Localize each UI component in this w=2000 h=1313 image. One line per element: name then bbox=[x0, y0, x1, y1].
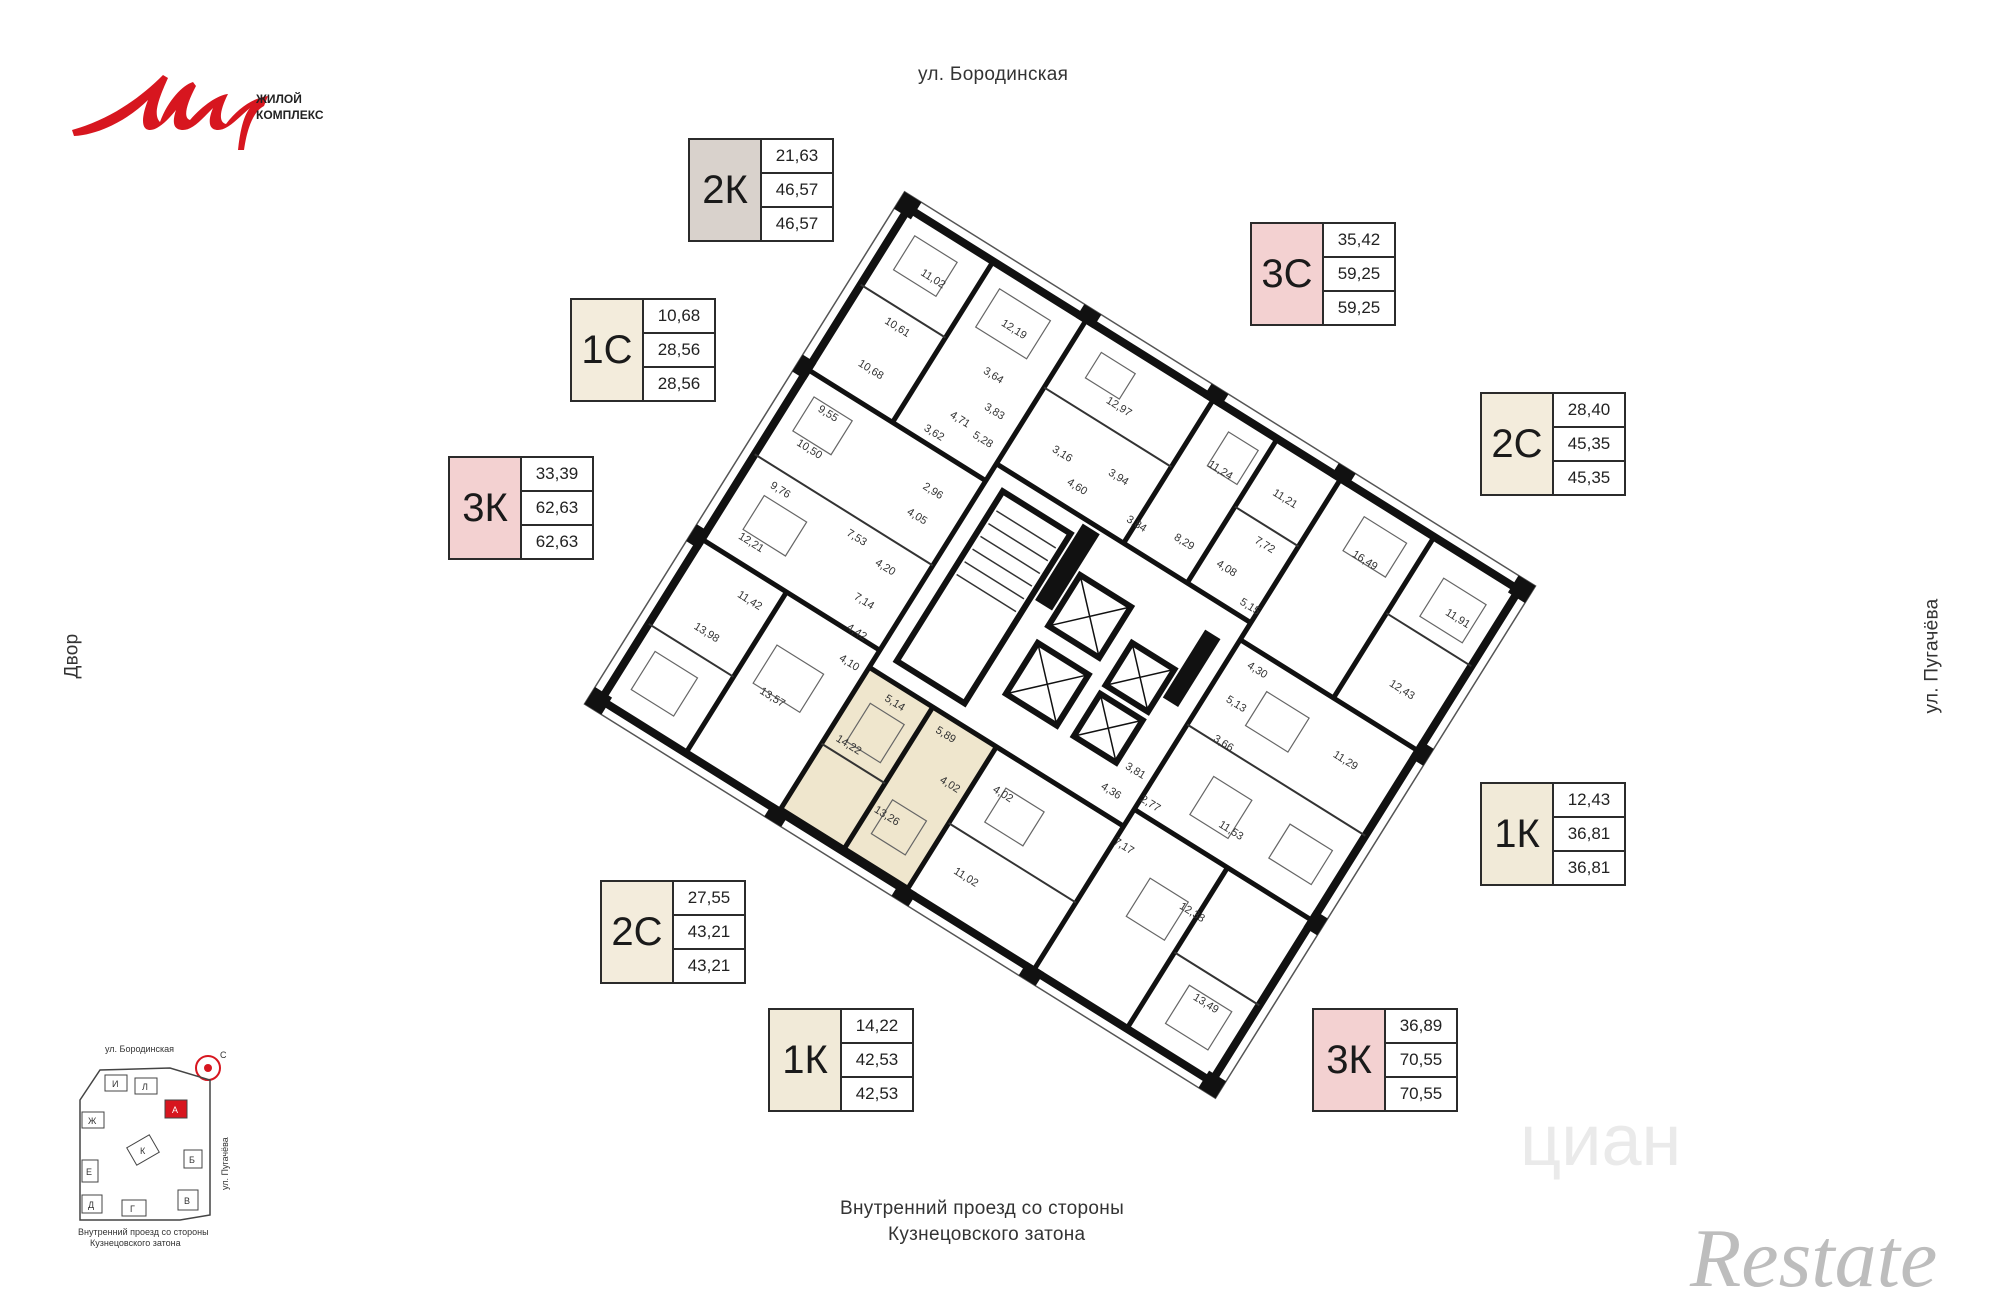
unit-value: 46,57 bbox=[762, 172, 832, 206]
unit-value: 70,55 bbox=[1386, 1042, 1456, 1076]
minimap-caption2: Кузнецовского затона bbox=[90, 1238, 181, 1248]
minimap-section: И bbox=[112, 1079, 118, 1089]
unit-value: 43,21 bbox=[674, 914, 744, 948]
compass-icon: С bbox=[195, 1050, 227, 1081]
unit-value: 45,35 bbox=[1554, 426, 1624, 460]
unit-value: 14,22 bbox=[855, 1016, 899, 1035]
unit-value: 36,81 bbox=[1554, 850, 1624, 884]
minimap-section: Е bbox=[86, 1167, 92, 1177]
unit-value: 21,63 bbox=[775, 146, 819, 165]
unit-code: 1К bbox=[1482, 784, 1554, 884]
unit-code: 2С bbox=[602, 882, 674, 982]
minimap-section: К bbox=[140, 1146, 146, 1156]
unit-code: 2К bbox=[690, 140, 762, 240]
street-bottom-line1: Внутренний проезд со стороны bbox=[840, 1198, 1125, 1219]
unit-code: 1К bbox=[770, 1010, 842, 1110]
logo-line1: ЖИЛОЙ bbox=[256, 92, 302, 106]
compass-label: С bbox=[220, 1050, 227, 1060]
unit-code: 2С bbox=[1482, 394, 1554, 494]
logo-line2: КОМПЛЕКС bbox=[256, 108, 324, 122]
unit-value: 59,25 bbox=[1324, 290, 1394, 324]
unit-code: 3К bbox=[1314, 1010, 1386, 1110]
minimap-street-top: ул. Бородинская bbox=[105, 1044, 174, 1054]
unit-value: 70,55 bbox=[1386, 1076, 1456, 1110]
unit-code: 1С bbox=[572, 300, 644, 400]
cian-watermark: циан bbox=[1520, 1101, 1682, 1181]
unit-value: 36,89 bbox=[1399, 1016, 1443, 1035]
street-left: Двор bbox=[61, 633, 83, 679]
minimap-section: Б bbox=[189, 1155, 195, 1165]
street-right: ул. Пугачёва bbox=[1921, 598, 1943, 714]
unit-value: 36,81 bbox=[1554, 816, 1624, 850]
minimap-street-right: ул. Пугачёва bbox=[220, 1137, 230, 1190]
unit-code: 3К bbox=[450, 458, 522, 558]
street-bottom-line2: Кузнецовского затона bbox=[888, 1224, 1086, 1245]
minimap-section: А bbox=[172, 1105, 178, 1115]
minimap-section: В bbox=[184, 1196, 190, 1206]
unit-value: 28,56 bbox=[644, 332, 714, 366]
minimap-caption1: Внутренний проезд со стороны bbox=[78, 1227, 209, 1237]
unit-value: 59,25 bbox=[1324, 256, 1394, 290]
unit-value: 28,56 bbox=[644, 366, 714, 400]
site-minimap: ул. Бородинская С И Л Ж А К Е Б Д Г В ул… bbox=[78, 1044, 230, 1248]
unit-value: 12,43 bbox=[1567, 790, 1611, 809]
unit-value: 42,53 bbox=[842, 1076, 912, 1110]
logo-mark bbox=[72, 75, 268, 150]
unit-value: 33,39 bbox=[535, 464, 579, 483]
unit-value: 62,63 bbox=[522, 524, 592, 558]
unit-value: 28,40 bbox=[1567, 400, 1611, 419]
minimap-section: Л bbox=[142, 1082, 148, 1092]
unit-value: 62,63 bbox=[522, 490, 592, 524]
unit-value: 45,35 bbox=[1554, 460, 1624, 494]
street-top: ул. Бородинская bbox=[918, 64, 1069, 85]
unit-value: 35,42 bbox=[1337, 230, 1381, 249]
minimap-section: Г bbox=[130, 1204, 135, 1214]
unit-value: 46,57 bbox=[762, 206, 832, 240]
unit-value: 27,55 bbox=[687, 888, 731, 907]
minimap-section: Д bbox=[88, 1200, 94, 1210]
floor-plan: 11,02 10,61 12,19 3,64 3,83 10,68 4,71 5… bbox=[583, 190, 1537, 1100]
unit-value: 43,21 bbox=[674, 948, 744, 982]
unit-value: 42,53 bbox=[842, 1042, 912, 1076]
unit-code: 3С bbox=[1252, 224, 1324, 324]
unit-value: 10,68 bbox=[657, 306, 701, 325]
minimap-section: Ж bbox=[88, 1116, 97, 1126]
restate-watermark: Restate bbox=[1690, 1212, 1938, 1305]
logo: ЖИЛОЙ КОМПЛЕКС bbox=[68, 60, 338, 150]
